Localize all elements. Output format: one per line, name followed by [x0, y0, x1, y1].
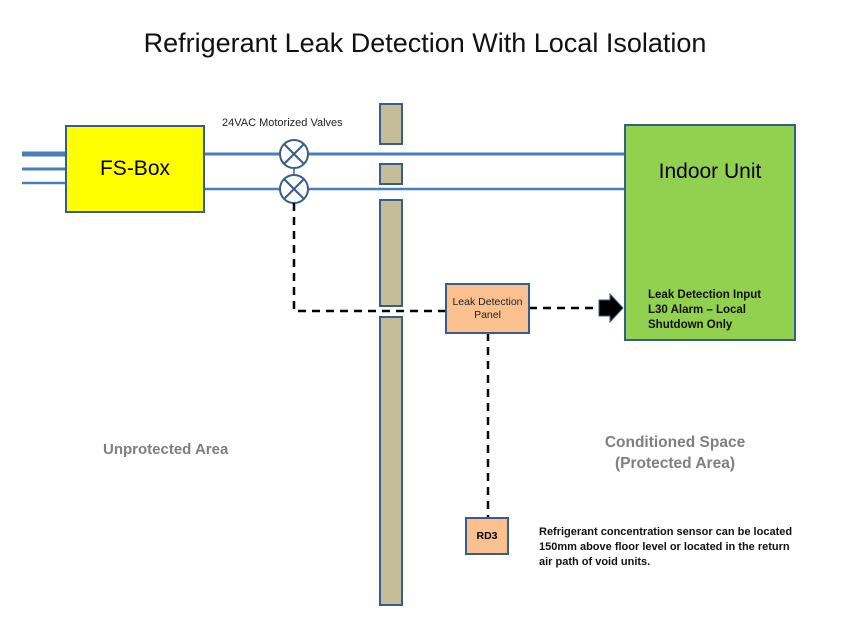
- indoor-unit-label: Indoor Unit: [658, 160, 762, 183]
- conditioned-space-label: Conditioned Space (Protected Area): [580, 432, 770, 474]
- conditioned-line: (Protected Area): [614, 455, 735, 472]
- valve-control-wire: [292, 203, 446, 313]
- indoor-input-line: Shutdown Only: [648, 319, 733, 331]
- note-line: air path of void units.: [539, 556, 651, 568]
- fs-box-label: FS-Box: [99, 157, 170, 180]
- indoor-input-line: Leak Detection Input: [648, 289, 762, 301]
- conditioned-line: Conditioned Space: [604, 434, 746, 451]
- indoor-input-line: L30 Alarm – Local: [648, 304, 747, 316]
- unprotected-area-label: Unprotected Area: [103, 441, 229, 458]
- rd3-sensor[interactable]: [465, 517, 509, 555]
- motorized-valve-lower[interactable]: [279, 174, 309, 204]
- indoor-unit[interactable]: [624, 124, 796, 341]
- note-line: 150mm above floor level or located in th…: [539, 541, 790, 553]
- motorized-valve-upper[interactable]: [279, 139, 309, 169]
- diagram-title: Refrigerant Leak Detection With Local Is…: [143, 28, 707, 58]
- leak-detection-panel[interactable]: [445, 283, 530, 334]
- sensor-placement-note: Refrigerant concentration sensor can be …: [539, 525, 844, 570]
- rd3-sensor-label: RD3: [476, 530, 498, 542]
- wall-segment: [379, 103, 403, 145]
- wall-segment: [379, 199, 403, 307]
- panel-label-line: Panel: [474, 309, 501, 321]
- note-line: Refrigerant concentration sensor can be …: [539, 526, 793, 538]
- leak-detection-panel-label: Leak Detection Panel: [446, 285, 529, 333]
- signal-arrow-icon: [598, 292, 624, 324]
- panel-label-line: Leak Detection: [452, 296, 523, 308]
- wall-segment: [379, 163, 403, 185]
- wall-segment: [379, 316, 403, 606]
- leak-detection-input-note: Leak Detection Input L30 Alarm – Local S…: [648, 288, 793, 333]
- fs-box[interactable]: [65, 125, 205, 213]
- valves-label: 24VAC Motorized Valves: [222, 117, 343, 129]
